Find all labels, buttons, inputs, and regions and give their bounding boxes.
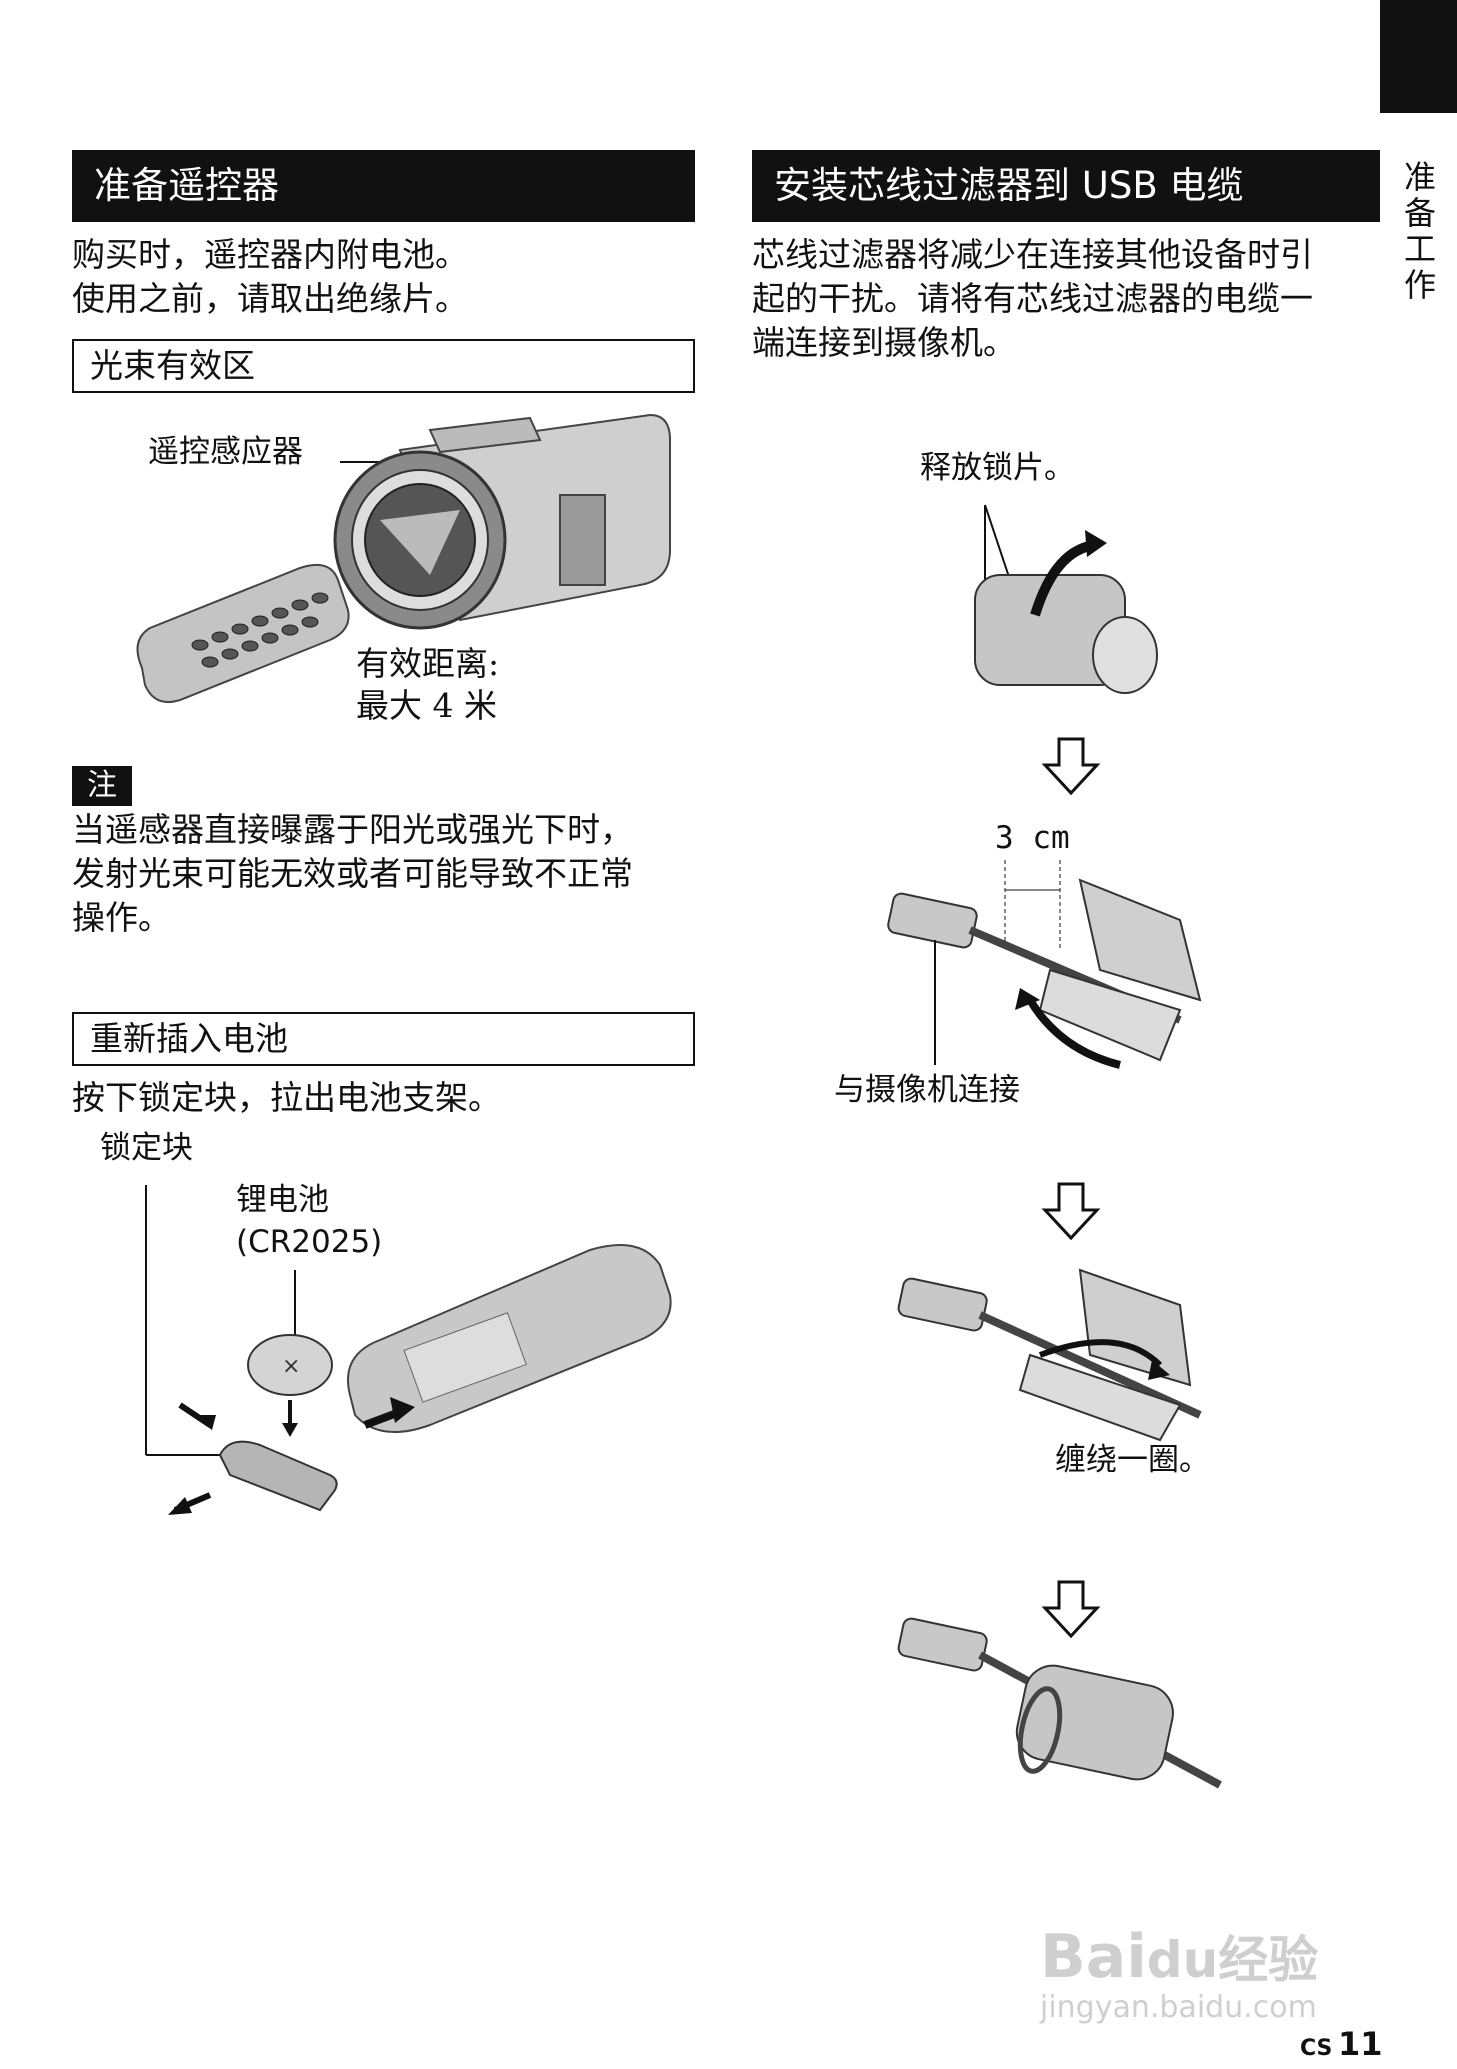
step-arrow-3-icon: [1041, 1580, 1101, 1639]
side-tab-label: 准备工作: [1399, 160, 1437, 304]
filter-intro-line-3: 端连接到摄像机。: [752, 323, 1016, 362]
filter-intro-line-2: 起的干扰。请将有芯线过滤器的电缆一: [752, 279, 1313, 318]
battery-label-line-2: (CR2025): [236, 1224, 383, 1260]
filter-section-header: 安装芯线过滤器到 USB 电缆: [752, 150, 1380, 222]
distance-line-1: 有效距离:: [356, 644, 500, 683]
language-code: CS: [1300, 2036, 1333, 2061]
filter-wrap-illustration: [897, 1268, 1202, 1442]
connect-camera-label: 与摄像机连接: [834, 1072, 1020, 1108]
wrap-once-label: 缠绕一圈。: [1055, 1442, 1210, 1478]
filter-closed-illustration: [897, 1617, 1222, 1789]
lock-block-label: 锁定块: [100, 1130, 193, 1166]
note-line-1: 当遥感器直接曝露于阳光或强光下时，: [72, 810, 633, 849]
watermark-du: du: [1146, 1931, 1219, 1989]
step-arrow-1-icon: [1041, 737, 1101, 796]
sensor-label: 遥控感应器: [148, 434, 303, 470]
measure-label: 3 cm: [995, 820, 1070, 856]
watermark-jingyan: 经验: [1218, 1931, 1319, 1989]
note-line-2: 发射光束可能无效或者可能导致不正常: [72, 854, 633, 893]
page-footer: CS 11: [1300, 2025, 1383, 2063]
release-tab-label: 释放锁片。: [920, 450, 1075, 486]
camcorder-remote-illustration: [136, 413, 671, 704]
distance-line-2: 最大 4 米: [356, 686, 497, 725]
battery-label-line-1: 锂电池: [236, 1182, 329, 1218]
baidu-watermark: Baidu经验: [1040, 1920, 1318, 1992]
remote-intro-line-1: 购买时，遥控器内附电池。: [72, 235, 468, 274]
filter-open-cable-illustration: [887, 860, 1202, 1069]
remote-section-header: 准备遥控器: [72, 150, 695, 222]
note-line-3: 操作。: [72, 898, 171, 937]
battery-replacement-illustration: ×: [145, 1185, 672, 1515]
watermark-url: jingyan.baidu.com: [1040, 1990, 1317, 2025]
battery-instruction: 按下锁定块，拉出电池支架。: [72, 1078, 501, 1117]
note-badge: 注: [72, 766, 132, 806]
filter-intro-line-1: 芯线过滤器将减少在连接其他设备时引: [752, 235, 1313, 274]
filter-release-illustration: [974, 504, 1158, 694]
step-arrow-2-icon: [1041, 1182, 1101, 1241]
side-tab-bar: [1380, 0, 1457, 113]
remote-intro-line-2: 使用之前，请取出绝缘片。: [72, 279, 468, 318]
page-number: 11: [1337, 2025, 1383, 2063]
watermark-bai: Bai: [1040, 1922, 1147, 1992]
svg-text:×: ×: [282, 1354, 300, 1379]
battery-section-header: 重新插入电池: [72, 1012, 695, 1066]
beam-area-header: 光束有效区: [72, 339, 695, 393]
